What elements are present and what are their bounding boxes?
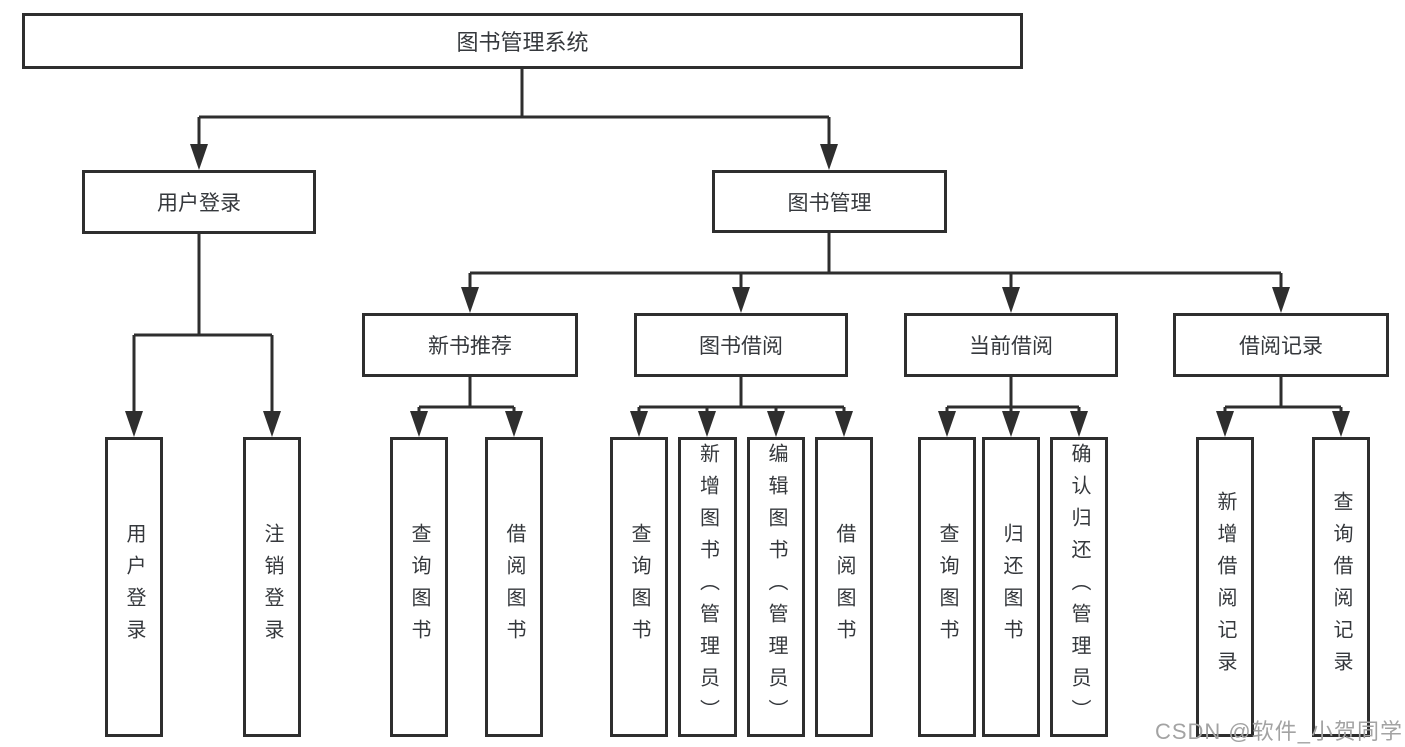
csdn-watermark: CSDN @软件_小贺同学 [1154, 719, 1403, 744]
leaf-user-login: 用户登录 [105, 437, 163, 737]
arrowhead-icon [835, 411, 853, 437]
node-library-management-system: 图书管理系统 [22, 13, 1023, 69]
arrowhead-icon [1002, 287, 1020, 313]
leaf-query-books-recommend: 查询图书 [390, 437, 448, 737]
arrowhead-icon [461, 287, 479, 313]
connectors-book-borrow-branch [630, 377, 853, 437]
leaf-query-borrow-record: 查询借阅记录 [1312, 437, 1370, 737]
leaf-return-books: 归还图书 [982, 437, 1040, 737]
leaf-logout-login: 注销登录 [243, 437, 301, 737]
arrowhead-icon [505, 411, 523, 437]
arrowhead-icon [1002, 411, 1020, 437]
arrowhead-icon [190, 144, 208, 170]
arrowhead-icon [1272, 287, 1290, 313]
arrowhead-icon [410, 411, 428, 437]
leaf-query-books-borrow: 查询图书 [610, 437, 668, 737]
node-new-book-recommend: 新书推荐 [362, 313, 578, 377]
arrowhead-icon [732, 287, 750, 313]
connectors-current-borrow-branch [938, 377, 1088, 437]
node-book-management: 图书管理 [712, 170, 947, 233]
node-book-borrow: 图书借阅 [634, 313, 848, 377]
leaf-borrow-books: 借阅图书 [815, 437, 873, 737]
connectors-borrow-records-branch [1216, 377, 1350, 437]
arrowhead-icon [1070, 411, 1088, 437]
connectors-book-management-branch [461, 233, 1290, 313]
leaf-add-books-admin: 新增图书（管理员） [678, 437, 737, 737]
connectors-user-login-branch [125, 234, 281, 437]
leaf-edit-books-admin: 编辑图书（管理员） [747, 437, 805, 737]
node-user-login: 用户登录 [82, 170, 316, 234]
leaf-query-books-current: 查询图书 [918, 437, 976, 737]
arrowhead-icon [820, 144, 838, 170]
arrowhead-icon [938, 411, 956, 437]
arrowhead-icon [1216, 411, 1234, 437]
connectors-root-to-level2 [190, 69, 838, 170]
arrowhead-icon [1332, 411, 1350, 437]
leaf-confirm-return-admin: 确认归还（管理员） [1050, 437, 1108, 737]
arrowhead-icon [263, 411, 281, 437]
connectors-new-book-recommend-branch [410, 377, 523, 437]
leaf-add-borrow-record: 新增借阅记录 [1196, 437, 1254, 737]
arrowhead-icon [125, 411, 143, 437]
node-current-borrow: 当前借阅 [904, 313, 1118, 377]
node-borrow-records: 借阅记录 [1173, 313, 1389, 377]
leaf-borrow-books-recommend: 借阅图书 [485, 437, 543, 737]
arrowhead-icon [767, 411, 785, 437]
arrowhead-icon [630, 411, 648, 437]
arrowhead-icon [698, 411, 716, 437]
